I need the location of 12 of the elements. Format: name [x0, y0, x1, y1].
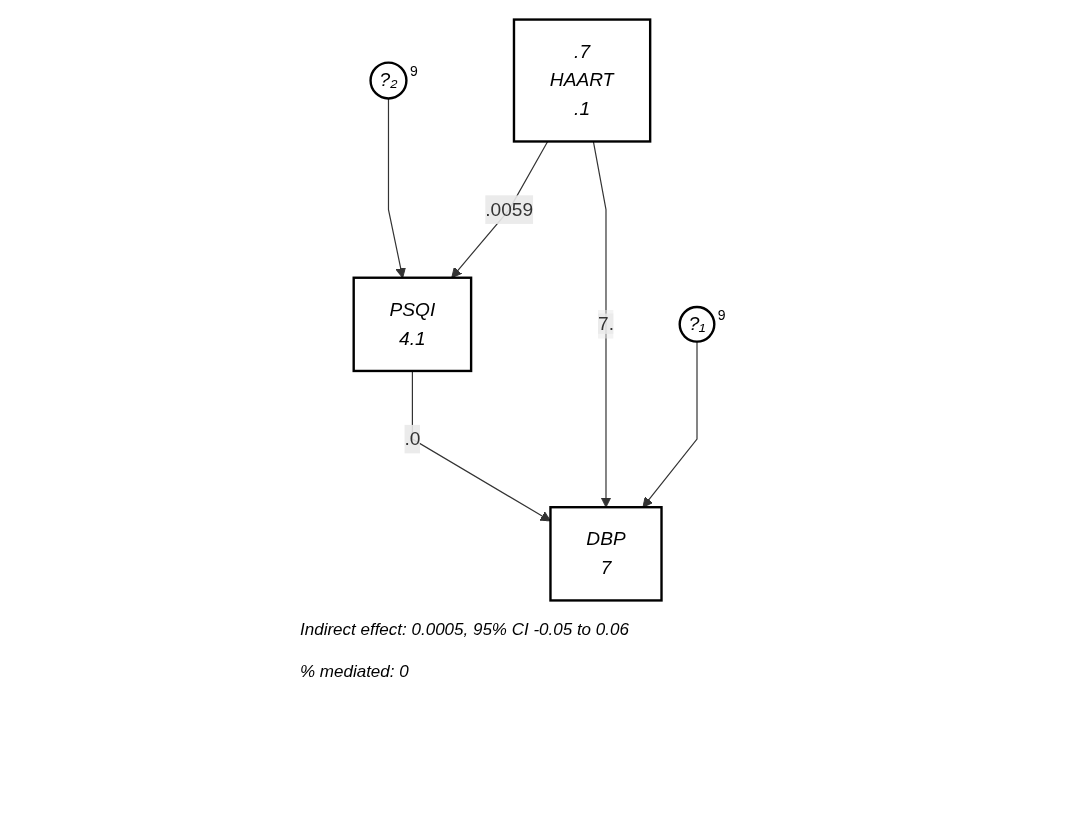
node-circle: ?₁ — [678, 305, 715, 343]
edge-label: .0059 — [484, 198, 533, 220]
node-circle: ?₂ — [368, 61, 408, 100]
variance-value: 9 — [409, 62, 418, 79]
edge-label: .0 — [403, 428, 420, 449]
edge-label: 7. — [597, 313, 614, 334]
note-text: Indirect effect: 0.0005, 95% CI -0.05 to 0.06 — [300, 620, 630, 640]
node-box: DBP 7 — [548, 506, 663, 602]
arrow — [642, 341, 698, 508]
variance-value: 9 — [717, 307, 726, 324]
note-text: % mediated: 0 — [300, 662, 410, 682]
node-box: PSQI 4.1 — [352, 276, 472, 373]
